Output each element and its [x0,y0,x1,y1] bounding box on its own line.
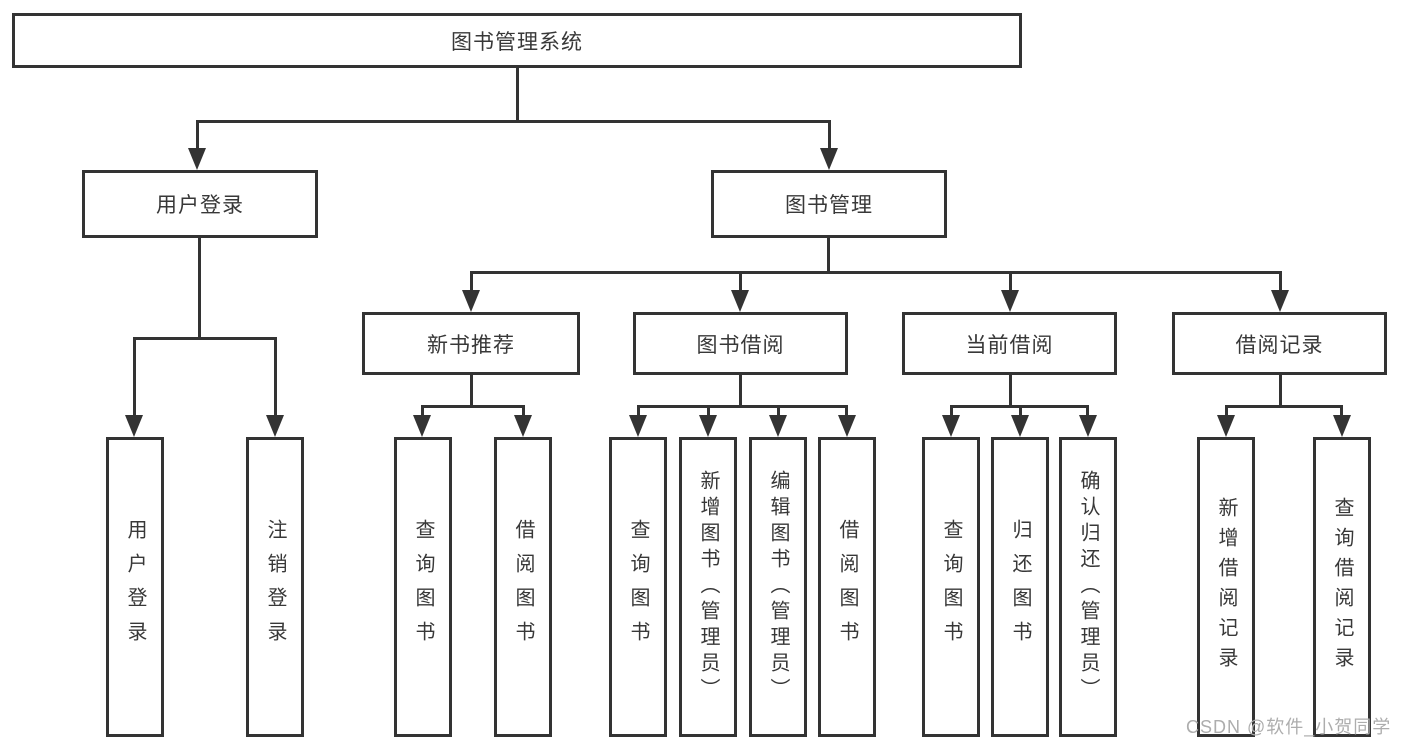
arrow-down-icon [838,415,856,437]
leaf-add-book-admin: 新增图书（管理员） [679,437,737,737]
connector-vline [845,405,848,418]
arrow-down-icon [1271,290,1289,312]
node-label: 注销登录 [264,519,286,655]
node-new-book-recommend: 新书推荐 [362,312,580,375]
leaf-query-book: 查询图书 [609,437,667,737]
node-label: 新增借阅记录 [1215,497,1237,677]
connector-hline [133,337,277,340]
connector-vline [1225,405,1228,418]
connector-vline [516,68,519,120]
arrow-down-icon [514,415,532,437]
arrow-down-icon [629,415,647,437]
node-label: 借阅图书 [836,519,858,655]
node-label: 图书管理 [785,194,873,217]
connector-vline [739,271,742,293]
node-label: 用户登录 [156,194,244,217]
node-library-system: 图书管理系统 [12,13,1022,68]
connector-vline [828,120,831,152]
arrow-down-icon [1333,415,1351,437]
connector-vline [274,337,277,417]
arrow-down-icon [1001,290,1019,312]
node-label: 新增图书（管理员） [697,470,719,704]
connector-hline [196,120,831,123]
node-label: 借阅记录 [1235,333,1324,357]
arrow-down-icon [462,290,480,312]
node-label: 查询图书 [940,519,962,655]
arrow-down-icon [699,415,717,437]
leaf-confirm-return-admin: 确认归还（管理员） [1059,437,1117,737]
connector-vline [1086,405,1089,418]
arrow-down-icon [731,290,749,312]
node-label: 归还图书 [1009,519,1031,655]
connector-hline [1225,405,1343,408]
connector-vline [470,375,473,406]
connector-vline [637,405,640,418]
node-label: 当前借阅 [965,333,1054,357]
leaf-borrow-book: 借阅图书 [818,437,876,737]
connector-vline [1279,375,1282,406]
connector-vline [522,405,525,418]
node-label: 借阅图书 [512,519,534,655]
arrow-down-icon [769,415,787,437]
leaf-add-borrow-record: 新增借阅记录 [1197,437,1255,737]
leaf-borrow-book: 借阅图书 [494,437,552,737]
arrow-down-icon [942,415,960,437]
connector-vline [1009,375,1012,406]
connector-vline [1009,271,1012,293]
connector-vline [196,120,199,152]
connector-vline [827,238,830,272]
connector-vline [777,405,780,418]
arrow-down-icon [413,415,431,437]
leaf-edit-book-admin: 编辑图书（管理员） [749,437,807,737]
connector-hline [421,405,524,408]
arrow-down-icon [188,148,206,170]
leaf-user-login: 用户登录 [106,437,164,737]
connector-vline [707,405,710,418]
arrow-down-icon [820,148,838,170]
connector-hline [637,405,848,408]
leaf-query-book: 查询图书 [922,437,980,737]
connector-vline [739,375,742,406]
node-current-borrow: 当前借阅 [902,312,1117,375]
leaf-logout-login: 注销登录 [246,437,304,737]
connector-vline [1279,271,1282,293]
node-user-login: 用户登录 [82,170,318,238]
leaf-query-borrow-record: 查询借阅记录 [1313,437,1371,737]
connector-vline [950,405,953,418]
arrow-down-icon [1079,415,1097,437]
connector-vline [1019,405,1022,418]
node-label: 编辑图书（管理员） [767,470,789,704]
arrow-down-icon [266,415,284,437]
node-label: 查询借阅记录 [1331,497,1353,677]
node-label: 确认归还（管理员） [1077,470,1099,704]
connector-hline [470,271,1281,274]
node-label: 图书管理系统 [451,30,583,54]
connector-vline [1340,405,1343,418]
connector-vline [133,337,136,417]
node-label: 查询图书 [627,519,649,655]
connector-vline [198,238,201,338]
node-book-management: 图书管理 [711,170,947,238]
watermark-csdn: CSDN @软件_小贺同学 [1186,717,1392,737]
leaf-query-book: 查询图书 [394,437,452,737]
connector-vline [421,405,424,418]
connector-vline [470,271,473,293]
arrow-down-icon [1217,415,1235,437]
node-book-borrow: 图书借阅 [633,312,848,375]
node-label: 新书推荐 [427,333,515,357]
arrow-down-icon [1011,415,1029,437]
arrow-down-icon [125,415,143,437]
leaf-return-book: 归还图书 [991,437,1049,737]
node-label: 用户登录 [124,519,146,655]
node-borrow-records: 借阅记录 [1172,312,1387,375]
node-label: 图书借阅 [696,333,785,357]
node-label: 查询图书 [412,519,434,655]
